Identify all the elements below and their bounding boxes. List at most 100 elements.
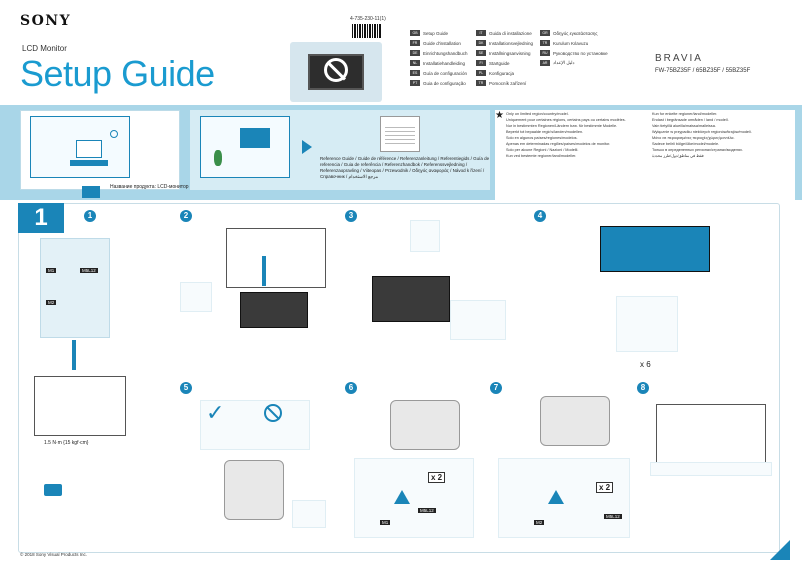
part-label: M2 bbox=[534, 520, 545, 525]
note-left: Solo per alcune Regioni / Nazioni / Mode… bbox=[506, 148, 579, 152]
tv-icon bbox=[76, 140, 102, 158]
tv-face-down-illustration bbox=[600, 226, 710, 272]
no-touch-icon bbox=[324, 58, 348, 82]
person-illustration bbox=[224, 460, 284, 520]
reference-docs-text: Reference Guide / Guide de référence / R… bbox=[320, 156, 490, 179]
toolbox-icon bbox=[44, 484, 62, 496]
prohibited-icon bbox=[264, 404, 282, 422]
tv-in-box-illustration bbox=[240, 292, 308, 328]
up-arrow-icon bbox=[72, 340, 76, 370]
lift-arrow-icon bbox=[262, 256, 266, 286]
screw-detail-7 bbox=[498, 458, 630, 538]
note-right: فقط في مناطق/دول/طرز محددة bbox=[652, 154, 704, 158]
substep-7: 7 bbox=[490, 382, 502, 394]
note-right: Kun for enkelte regioner/land/modeller. bbox=[652, 112, 718, 116]
part-label: M1 bbox=[380, 520, 391, 525]
substep-8: 8 bbox=[637, 382, 649, 394]
clock-icon bbox=[110, 130, 118, 138]
screw-torque-spec: 1.5 N·m {15 kgf·cm} bbox=[44, 440, 89, 446]
model-numbers: FW-75BZ35F / 65BZ35F / 55BZ35F bbox=[655, 68, 751, 74]
stand-detail bbox=[616, 296, 678, 352]
count-x2: x 2 bbox=[596, 482, 614, 493]
warning-icon bbox=[394, 490, 410, 504]
barcode-icon bbox=[352, 24, 382, 38]
star-icon: ★ bbox=[495, 110, 504, 121]
part-label: M5L12 bbox=[604, 514, 622, 519]
substep-4: 4 bbox=[534, 210, 546, 222]
down-arrow-icon bbox=[82, 186, 100, 198]
cushion-base bbox=[650, 462, 772, 476]
carton-illustration bbox=[34, 376, 126, 436]
note-left: Solo en algunos países/regiones/modelos. bbox=[506, 136, 578, 140]
do-dont-panel bbox=[200, 400, 310, 450]
warning-icon bbox=[548, 490, 564, 504]
plant-icon bbox=[214, 150, 222, 166]
product-type: LCD Monitor bbox=[22, 44, 67, 53]
count-x6: x 6 bbox=[640, 360, 651, 369]
sony-logo: SONY bbox=[20, 13, 72, 29]
note-left: Beperkt tot bepaalde regio's/landen/mode… bbox=[506, 130, 584, 134]
carton-lid-illustration bbox=[226, 228, 326, 288]
tv-in-cushion-illustration bbox=[372, 276, 450, 322]
note-right: Endast i begränsade områden / land / mod… bbox=[652, 118, 729, 122]
product-name-label: Название продукта: LCD-монитор bbox=[110, 184, 189, 190]
accessories-panel bbox=[40, 238, 110, 338]
handle-detail bbox=[180, 282, 212, 312]
note-left: Nur in bestimmten Regionen/Ländern bzw. … bbox=[506, 124, 618, 128]
note-left: Only on limited region/country/model. bbox=[506, 112, 569, 116]
note-right: Только в определенных регионах/странах/м… bbox=[652, 148, 743, 152]
screw-detail-6 bbox=[354, 458, 474, 538]
substep-6: 6 bbox=[345, 382, 357, 394]
person-lifting-illustration bbox=[390, 400, 460, 450]
document-code: 4-735-230-11(1) bbox=[350, 16, 386, 22]
copyright: © 2018 Sony Visual Products Inc. bbox=[20, 552, 88, 557]
person-attach-illustration bbox=[540, 396, 610, 446]
accessory-bag-detail bbox=[410, 220, 440, 252]
note-left: Apenas em determinadas regiões/países/mo… bbox=[506, 142, 611, 146]
note-right: Vain tietyillä alueilla/maissa/malleissa… bbox=[652, 124, 716, 128]
count-x2: x 2 bbox=[428, 472, 446, 483]
accessory-label: M2 bbox=[46, 300, 57, 305]
note-right: Μόνο σε περιορισμένες περιοχές/χώρες/μον… bbox=[652, 136, 735, 140]
region-notes bbox=[495, 110, 795, 200]
substep-1: 1 bbox=[84, 210, 96, 222]
protect-cushion-detail bbox=[292, 500, 326, 528]
tv-upright-illustration bbox=[656, 404, 766, 464]
arrow-right-icon bbox=[302, 140, 312, 154]
note-right: Sadece belirli bölge/ülke/model/modele. bbox=[652, 142, 720, 146]
part-label: M5L12 bbox=[418, 508, 436, 513]
note-left: Uniquement pour certaines régions, certa… bbox=[506, 118, 626, 122]
page-title: Setup Guide bbox=[20, 53, 215, 94]
caution-detail bbox=[450, 300, 506, 340]
note-right: Wyłącznie w przypadku niektórych regionó… bbox=[652, 130, 752, 134]
check-icon: ✓ bbox=[206, 400, 225, 425]
page-corner-icon bbox=[770, 540, 790, 560]
note-left: Kun ved bestemte regioner/land/modeller. bbox=[506, 154, 577, 158]
step-number: 1 bbox=[18, 203, 64, 233]
accessory-label: M1 bbox=[46, 268, 57, 273]
reference-guide-icon bbox=[380, 116, 420, 152]
hero-illustration bbox=[290, 42, 382, 102]
substep-3: 3 bbox=[345, 210, 357, 222]
accessory-label: M5L12 bbox=[80, 268, 98, 273]
substep-5: 5 bbox=[180, 382, 192, 394]
bravia-logo: BRAVIA bbox=[655, 53, 703, 64]
tv-stand-icon bbox=[70, 160, 108, 166]
